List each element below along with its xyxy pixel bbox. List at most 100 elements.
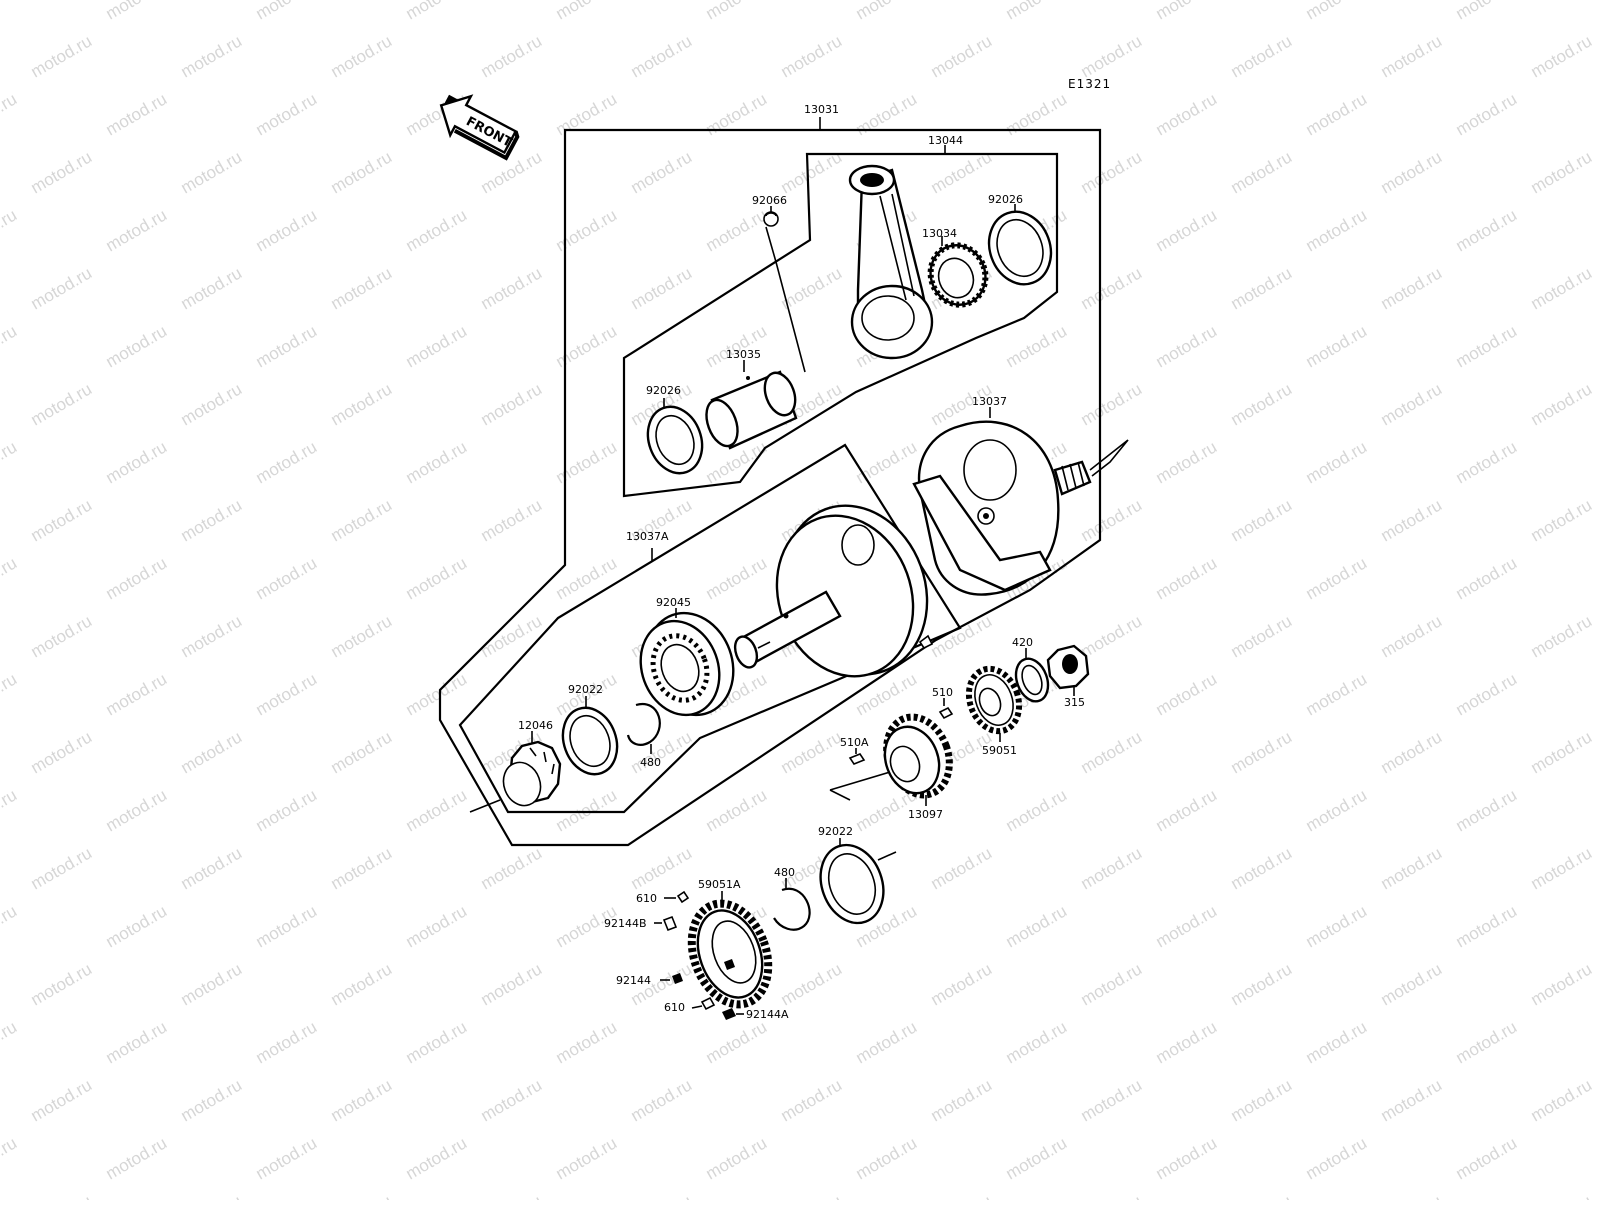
watermark-text: motod.ru	[103, 0, 171, 23]
watermark-text: motod.ru	[178, 1191, 246, 1200]
key-510A	[848, 753, 866, 765]
watermark-text: motod.ru	[328, 843, 396, 893]
pin-610-lower	[700, 996, 716, 1011]
pin-610-upper	[676, 890, 690, 904]
watermark-text: motod.ru	[1303, 0, 1371, 23]
watermark-text: motod.ru	[1228, 959, 1296, 1009]
watermark-text: motod.ru	[28, 263, 96, 313]
watermark-text: motod.ru	[1528, 147, 1596, 197]
watermark-text: motod.ru	[853, 0, 921, 23]
watermark-text: motod.ru	[1153, 205, 1221, 255]
watermark-text: motod.ru	[28, 379, 96, 429]
watermark-text: motod.ru	[1153, 901, 1221, 951]
watermark-text: motod.ru	[1153, 669, 1221, 719]
watermark-text: motod.ru	[403, 205, 471, 255]
label-610-upper: 610	[636, 892, 657, 905]
watermark-text: motod.ru	[178, 495, 246, 545]
watermark-text: motod.ru	[328, 147, 396, 197]
watermark-text: motod.ru	[1453, 901, 1521, 951]
watermark-text: motod.ru	[0, 437, 20, 487]
kit-border-13044	[622, 152, 1059, 498]
watermark-text: motod.ru	[478, 263, 546, 313]
connecting-rod	[848, 164, 934, 360]
watermark-text: motod.ru	[403, 0, 471, 23]
watermark-text: motod.ru	[103, 89, 171, 139]
watermark-text: motod.ru	[1453, 1017, 1521, 1067]
watermark-text: motod.ru	[253, 321, 321, 371]
watermark-text: motod.ru	[928, 959, 996, 1009]
watermark-text: motod.ru	[478, 147, 546, 197]
label-13031: 13031	[804, 103, 839, 116]
watermark-text: motod.ru	[1078, 31, 1146, 81]
watermark-text: motod.ru	[1078, 379, 1146, 429]
watermark-text: motod.ru	[1303, 901, 1371, 951]
watermark-text: motod.ru	[478, 1075, 546, 1125]
watermark-text: motod.ru	[328, 495, 396, 545]
watermark-text: motod.ru	[178, 147, 246, 197]
watermark-text: motod.ru	[1303, 205, 1371, 255]
watermark-text: motod.ru	[178, 1075, 246, 1125]
watermark-text: motod.ru	[1303, 1017, 1371, 1067]
watermark-text: motod.ru	[1228, 31, 1296, 81]
watermark-text: motod.ru	[553, 205, 621, 255]
watermark-text: motod.ru	[0, 1133, 20, 1183]
label-59051A: 59051A	[698, 878, 741, 891]
watermark-text: motod.ru	[553, 0, 621, 23]
watermark-text: motod.ru	[478, 843, 546, 893]
watermark-text: motod.ru	[253, 553, 321, 603]
watermark-text: motod.ru	[1303, 553, 1371, 603]
watermark-text: motod.ru	[778, 1075, 846, 1125]
watermark-text: motod.ru	[28, 31, 96, 81]
gear-59051	[965, 665, 1023, 735]
watermark-text: motod.ru	[1453, 437, 1521, 487]
watermark-text: motod.ru	[178, 263, 246, 313]
watermark-text: motod.ru	[0, 321, 20, 371]
watermark-text: motod.ru	[853, 437, 921, 487]
watermark-text: motod.ru	[0, 901, 20, 951]
watermark-text: motod.ru	[0, 0, 20, 23]
watermark-text: motod.ru	[178, 843, 246, 893]
watermark-text: motod.ru	[1153, 321, 1221, 371]
watermark-text: motod.ru	[703, 89, 771, 139]
watermark-text: motod.ru	[628, 843, 696, 893]
watermark-text: motod.ru	[403, 669, 471, 719]
spring-92144B	[662, 915, 678, 932]
watermark-text: motod.ru	[0, 553, 20, 603]
watermark-text: motod.ru	[478, 1191, 546, 1200]
label-92144: 92144	[616, 974, 651, 987]
watermark-text: motod.ru	[1153, 437, 1221, 487]
watermark-text: motod.ru	[1153, 1133, 1221, 1183]
watermark-text: motod.ru	[478, 959, 546, 1009]
watermark-text: motod.ru	[1378, 495, 1446, 545]
watermark-text: motod.ru	[1078, 727, 1146, 777]
label-610-lower: 610	[664, 1001, 685, 1014]
watermark-text: motod.ru	[178, 611, 246, 661]
watermark-text: motod.ru	[253, 1017, 321, 1067]
watermark-text: motod.ru	[1078, 611, 1146, 661]
leader-610-lower	[691, 1005, 703, 1009]
watermark-text: motod.ru	[853, 1133, 921, 1183]
watermark-text: motod.ru	[928, 1075, 996, 1125]
watermark-text: motod.ru	[1453, 785, 1521, 835]
watermark-text: motod.ru	[28, 611, 96, 661]
watermark-text: motod.ru	[178, 727, 246, 777]
label-480-lower: 480	[774, 866, 795, 879]
watermark-text: motod.ru	[403, 1133, 471, 1183]
watermark-text: motod.ru	[1528, 1075, 1596, 1125]
watermark-text: motod.ru	[1228, 495, 1296, 545]
watermark-text: motod.ru	[1003, 89, 1071, 139]
label-13034: 13034	[922, 227, 957, 240]
watermark-text: motod.ru	[1303, 321, 1371, 371]
watermark-text: motod.ru	[928, 843, 996, 893]
watermark-text: motod.ru	[553, 89, 621, 139]
watermark-text: motod.ru	[1378, 379, 1446, 429]
label-12046: 12046	[518, 719, 553, 732]
nut-315	[1046, 644, 1090, 690]
watermark-text: motod.ru	[778, 959, 846, 1009]
watermark-text: motod.ru	[703, 1017, 771, 1067]
label-92026-upper: 92026	[988, 193, 1023, 206]
watermark-text: motod.ru	[853, 669, 921, 719]
watermark-text: motod.ru	[1453, 205, 1521, 255]
watermark-text: motod.ru	[1003, 901, 1071, 951]
